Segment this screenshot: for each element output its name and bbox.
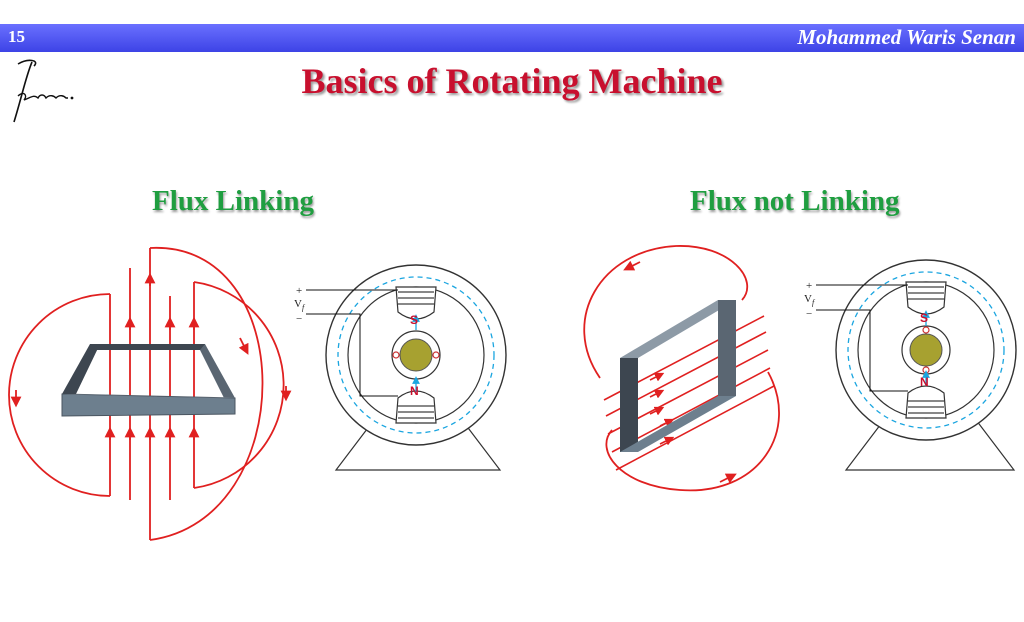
flux-arc-left: [8, 293, 111, 497]
plus-terminal: +: [296, 285, 302, 297]
minus-terminal: −: [296, 313, 302, 325]
flux-arc-top: [149, 247, 264, 541]
flux-arc-right: [193, 281, 285, 489]
heading-flux-linking: Flux Linking: [152, 185, 314, 217]
machine-right: S N + V f −: [804, 259, 1017, 471]
vf-label: V: [294, 298, 302, 310]
slide-title: Basics of Rotating Machine: [301, 61, 723, 101]
heading-flux-not-linking: Flux not Linking: [690, 185, 900, 217]
rotor-icon: [909, 333, 943, 367]
pole-north-label: N: [410, 384, 419, 398]
machine-left: S N + V f −: [294, 264, 507, 471]
vf-label: V: [804, 293, 812, 305]
flux-arc-lower: [605, 371, 780, 492]
slide-number: 15: [8, 27, 25, 46]
flux-arc-right-arrow: [238, 337, 249, 355]
coil-tilted: [620, 300, 736, 452]
header-bar: 15 Mohammed Waris Senan: [0, 24, 1024, 52]
flux-arc-upper: [583, 245, 749, 379]
flux-not-linking-diagram: [583, 245, 780, 492]
flux-line: [615, 385, 775, 471]
signature-icon: [13, 59, 74, 123]
author-name: Mohammed Waris Senan: [797, 25, 1016, 49]
pole-south-label: S: [410, 313, 418, 327]
plus-terminal: +: [806, 280, 812, 292]
pole-south-label: S: [920, 311, 928, 325]
minus-terminal: −: [806, 308, 812, 320]
vf-subscript: f: [812, 298, 816, 307]
rotor-icon: [399, 338, 433, 372]
vf-subscript: f: [302, 303, 306, 312]
flux-linking-diagram: [8, 247, 292, 541]
coil-flat: [61, 344, 236, 417]
flux-line: [611, 367, 771, 453]
pole-north-label: N: [920, 375, 929, 389]
